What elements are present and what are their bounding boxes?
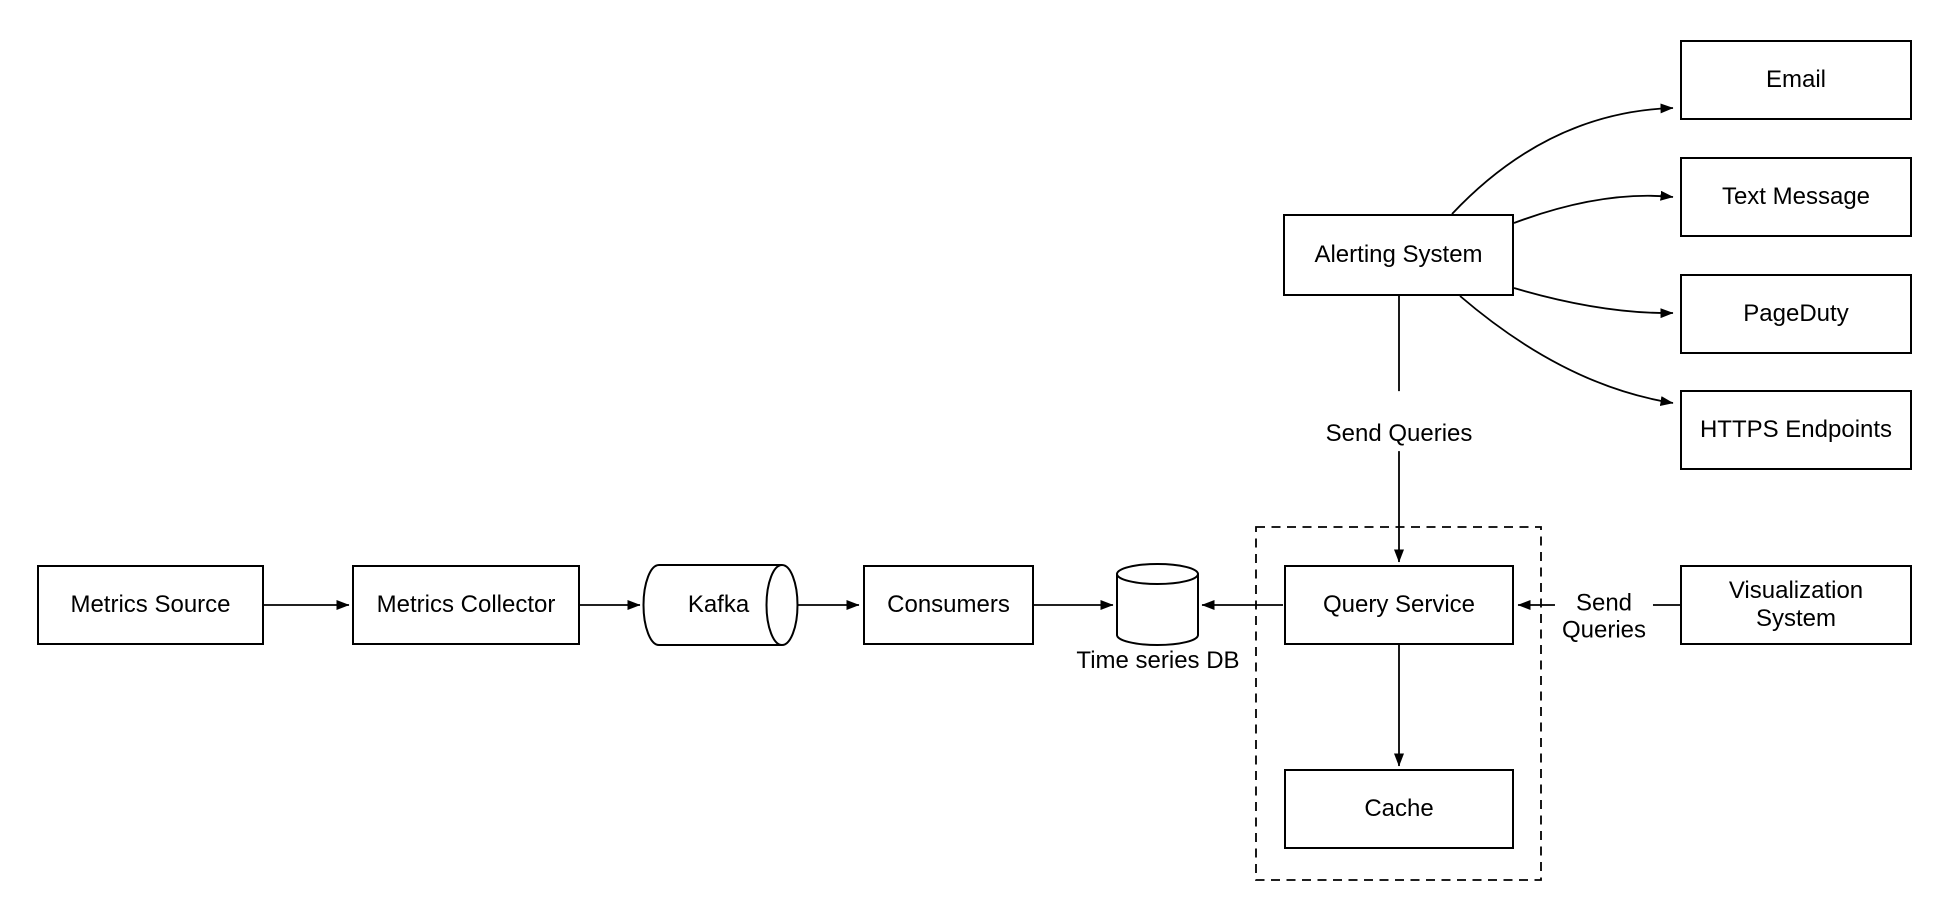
node-cache-label: Cache xyxy=(1364,795,1434,823)
edge-label-send-queries-visualization: Send Queries xyxy=(1554,560,1654,648)
node-kafka-label-area: Kafka xyxy=(650,565,787,645)
edge-alerting-system-to-text-message xyxy=(1513,190,1674,224)
edge-alerting-system-to-email xyxy=(1451,103,1674,215)
node-metrics-source-label: Metrics Source xyxy=(70,591,231,619)
node-visualization-system: Visualization System xyxy=(1680,565,1912,645)
node-metrics-collector: Metrics Collector xyxy=(352,565,580,645)
edge-label-send-queries-alerting-text: Send Queries xyxy=(1325,420,1473,447)
edge-label-send-queries-alerting: Send Queries xyxy=(1318,391,1480,451)
node-query-service-label: Query Service xyxy=(1322,591,1476,619)
kafka-cylinder-cap xyxy=(765,564,799,646)
node-time-series-db-label: Time series DB xyxy=(1076,647,1240,675)
node-alerting-system-label: Alerting System xyxy=(1314,241,1483,269)
node-https-endpoints: HTTPS Endpoints xyxy=(1680,390,1912,470)
edge-alerting-system-to-pageduty xyxy=(1513,287,1674,319)
edge-label-send-queries-visualization-text: Send Queries xyxy=(1561,589,1647,644)
node-query-service: Query Service xyxy=(1284,565,1514,645)
node-time-series-db-label-area: Time series DB xyxy=(1053,647,1263,675)
node-alerting-system: Alerting System xyxy=(1283,214,1514,296)
time-series-db-cylinder-body xyxy=(1116,574,1199,646)
node-pageduty: PageDuty xyxy=(1680,274,1912,354)
node-text-message: Text Message xyxy=(1680,157,1912,237)
node-kafka-label: Kafka xyxy=(687,591,750,619)
time-series-db-cylinder-top xyxy=(1116,563,1199,585)
node-cache: Cache xyxy=(1284,769,1514,849)
node-visualization-system-label: Visualization System xyxy=(1728,577,1864,632)
node-pageduty-label: PageDuty xyxy=(1743,300,1849,328)
node-text-message-label: Text Message xyxy=(1721,183,1871,211)
node-consumers-label: Consumers xyxy=(887,591,1010,619)
node-consumers: Consumers xyxy=(863,565,1034,645)
node-https-endpoints-label: HTTPS Endpoints xyxy=(1699,416,1893,444)
node-metrics-collector-label: Metrics Collector xyxy=(376,591,556,619)
node-metrics-source: Metrics Source xyxy=(37,565,264,645)
node-email-label: Email xyxy=(1765,66,1826,94)
kafka-cylinder-body xyxy=(642,564,782,646)
node-email: Email xyxy=(1680,40,1912,120)
edge-alerting-system-to-https-endpoints xyxy=(1459,295,1674,406)
